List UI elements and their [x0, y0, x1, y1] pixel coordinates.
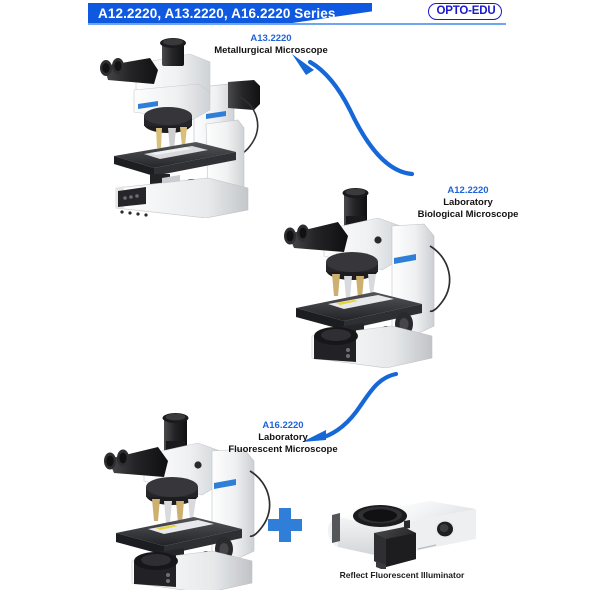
arrow-a12-to-a13 [292, 54, 415, 177]
plus-vertical-bar [279, 508, 291, 542]
illuminator-caption: Reflect Fluorescent Illuminator [339, 570, 465, 580]
callout-a13-2220: A13.2220 Metallurgical Microscope [156, 33, 386, 57]
metallurgical-microscope-photo [88, 28, 268, 218]
biological-microscope-photo [282, 178, 457, 368]
opto-edu-logo-text: OPTO-EDU [436, 5, 496, 17]
header-divider-line [88, 23, 506, 25]
callout-a12-2220: A12.2220 Laboratory Biological Microscop… [368, 185, 568, 221]
callout-a12-model: A12.2220 [447, 185, 489, 196]
header: A12.2220, A13.2220, A16.2220 Series OPTO… [0, 0, 600, 28]
opto-edu-logo: OPTO-EDU [428, 3, 502, 20]
callout-a16-desc-2: Fluorescent Microscope [228, 444, 338, 455]
callout-a16-desc-1: Laboratory [258, 432, 308, 443]
reflect-fluorescent-illuminator-photo [312, 497, 482, 574]
callout-a13-model: A13.2220 [250, 33, 292, 44]
header-title-banner [88, 3, 372, 23]
callout-a16-model: A16.2220 [262, 420, 304, 431]
callout-a12-desc-2: Biological Microscope [417, 209, 519, 220]
page-title: A12.2220, A13.2220, A16.2220 Series [98, 6, 336, 21]
callout-a12-desc-1: Laboratory [443, 197, 493, 208]
fluorescent-microscope-photo [104, 405, 276, 590]
arrow-a12-to-a16 [302, 371, 399, 442]
plus-symbol [268, 508, 302, 542]
callout-a13-desc: Metallurgical Microscope [214, 45, 328, 56]
callout-a16-2220: A16.2220 Laboratory Fluorescent Microsco… [174, 420, 392, 456]
